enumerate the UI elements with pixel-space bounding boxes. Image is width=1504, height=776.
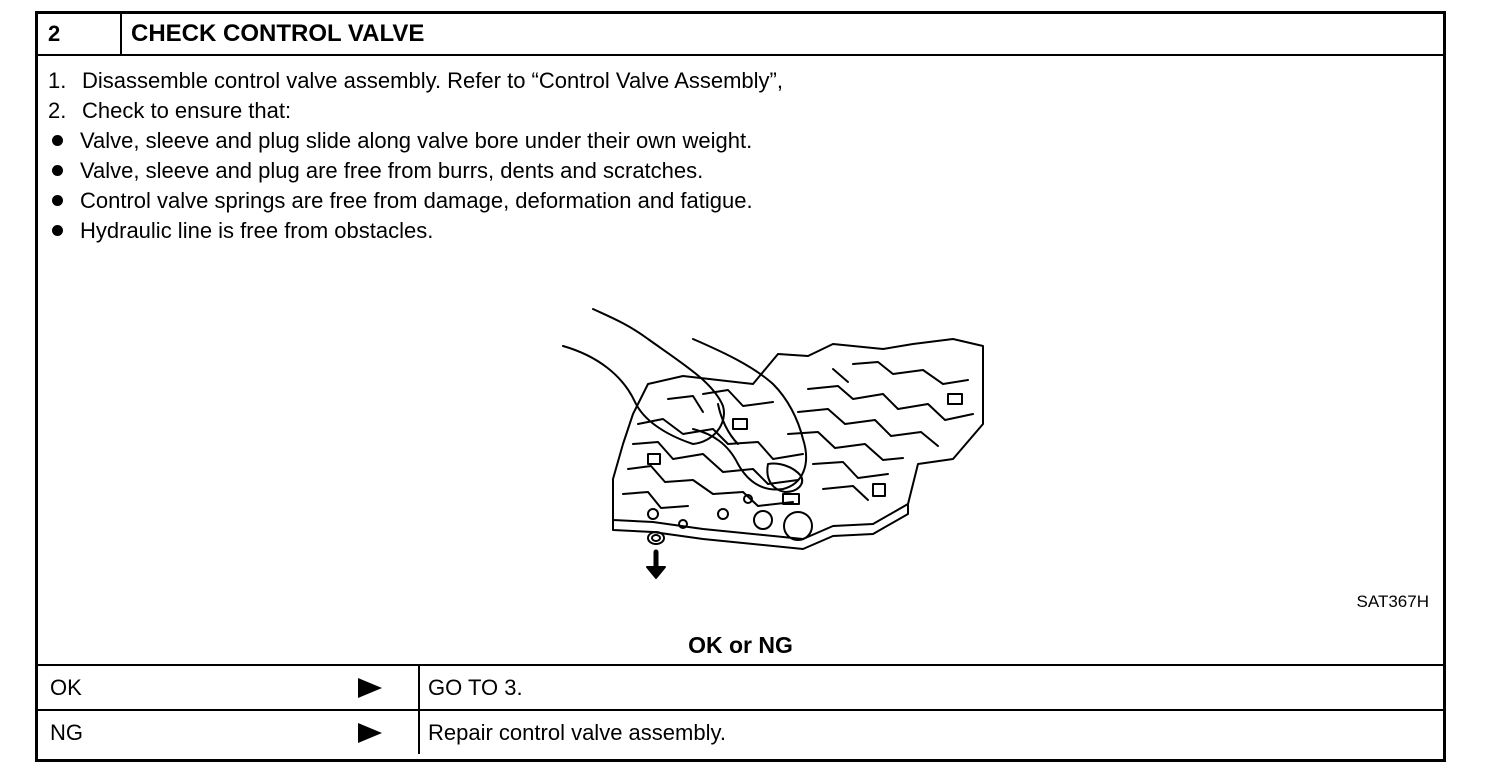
check-item: Valve, sleeve and plug are free from bur… bbox=[48, 156, 783, 186]
instruction-list: 1.Disassemble control valve assembly. Re… bbox=[48, 66, 783, 246]
result-row-ok: OK GO TO 3. bbox=[38, 664, 1443, 709]
figure-code: SAT367H bbox=[1356, 592, 1429, 611]
arrow-right-icon bbox=[358, 723, 382, 743]
arrow-right-icon bbox=[358, 678, 382, 698]
check-item: Valve, sleeve and plug slide along valve… bbox=[48, 126, 783, 156]
bullet-icon bbox=[52, 165, 63, 176]
result-action: Repair control valve assembly. bbox=[428, 720, 726, 745]
procedure-table: 2 CHECK CONTROL VALVE 1.Disassemble cont… bbox=[35, 11, 1446, 762]
check-question: OK or NG bbox=[688, 632, 793, 658]
instruction-item: 1.Disassemble control valve assembly. Re… bbox=[48, 68, 783, 93]
bullet-icon bbox=[52, 195, 63, 206]
result-label: OK bbox=[50, 675, 82, 700]
step-number: 2 bbox=[38, 14, 122, 54]
instruction-item: 2.Check to ensure that: bbox=[48, 98, 292, 123]
step-body: 1.Disassemble control valve assembly. Re… bbox=[38, 56, 1443, 664]
check-item: Hydraulic line is free from obstacles. bbox=[48, 216, 783, 246]
bullet-icon bbox=[52, 225, 63, 236]
control-valve-illustration bbox=[562, 308, 984, 579]
bullet-icon bbox=[52, 135, 63, 146]
step-title: CHECK CONTROL VALVE bbox=[131, 20, 425, 47]
result-action: GO TO 3. bbox=[428, 675, 523, 700]
result-row-ng: NG Repair control valve assembly. bbox=[38, 709, 1443, 754]
result-label: NG bbox=[50, 720, 83, 745]
step-header: 2 CHECK CONTROL VALVE bbox=[38, 14, 1443, 56]
check-item: Control valve springs are free from dama… bbox=[48, 186, 783, 216]
